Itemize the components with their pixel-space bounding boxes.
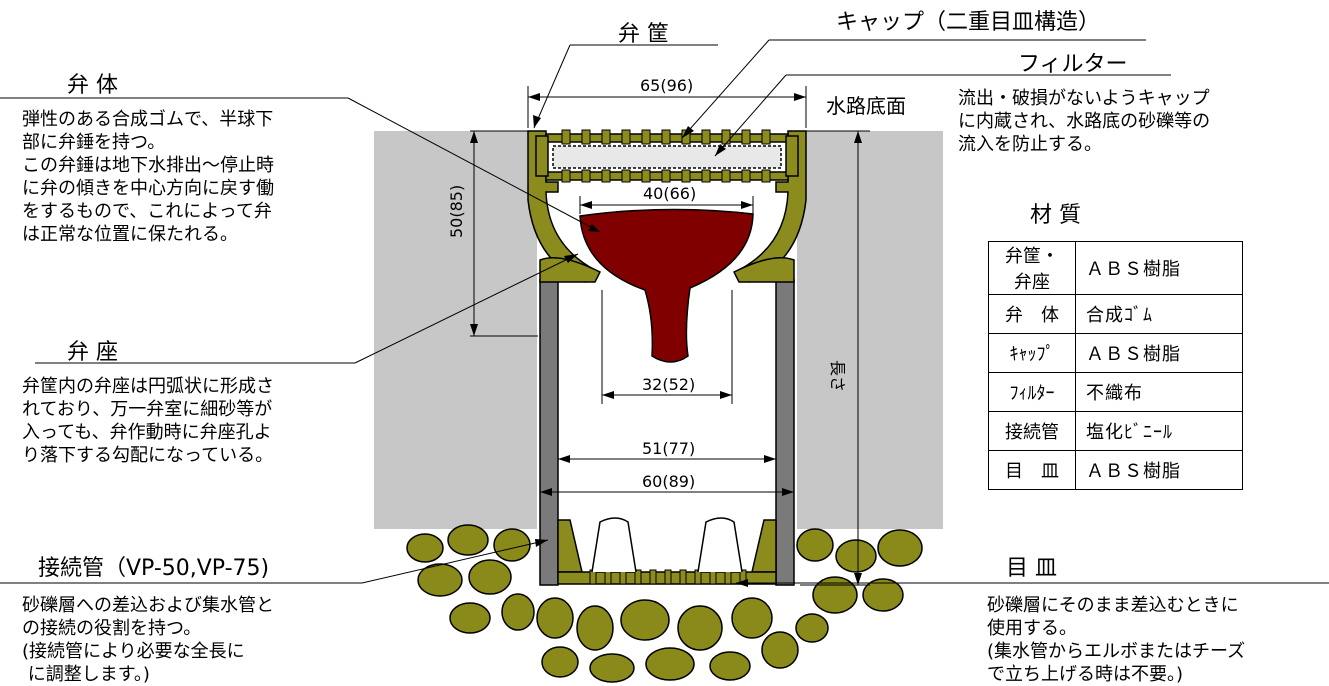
ground-left [374,131,537,529]
materials-title: 材 質 [1030,203,1081,228]
mezara-title: 目 皿 [1006,556,1057,581]
dim-length: 長さ [828,360,847,393]
strainer-rib-right [697,517,743,573]
leader-lines [0,39,1329,584]
material-part: 弁 体 [988,294,1076,334]
pipe-wall-right [775,279,795,586]
bentai-title: 弁 体 [67,73,118,98]
materials-row: 弁 体合成ｺﾞﾑ [988,294,1243,334]
dim-valve-width: 40(66) [643,184,697,203]
waterway-label: 水路底面 [826,94,906,118]
strainer-rib-left [591,517,637,573]
material-value: 塩化ﾋﾞﾆｰﾙ [1075,411,1243,451]
filter-description: 流出・破損がないようキャップ に内蔵され、水路底の砂礫等の 流入を防止する。 [958,88,1211,155]
material-value: ＡＢＳ樹脂 [1075,333,1243,373]
dim-top-width: 65(96) [640,76,694,95]
filter-layer [552,145,782,169]
bentai-description: 弾性のある合成ゴムで、半球下 部に弁錘を持つ。 この弁錘は地下水排出～停止時 に… [22,109,274,245]
material-part: 弁筐・弁座 [988,241,1076,295]
material-part: ﾌｨﾙﾀｰ [988,372,1076,412]
strainer-slats [589,569,747,585]
gravel-stones [406,524,923,683]
materials-row: 接続管塩化ﾋﾞﾆｰﾙ [988,411,1243,451]
material-part: 接続管 [988,411,1076,451]
benza-title: 弁 座 [67,340,118,365]
leader-arrows [533,115,748,587]
dim-height: 50(85) [447,184,466,238]
material-part: ｷｬｯﾌﾟ [988,333,1076,373]
material-value: ＡＢＳ樹脂 [1075,241,1243,295]
ground-right [797,131,943,529]
dim-outer-width: 60(89) [642,472,696,491]
benza-description: 弁筐内の弁座は円弧状に形成さ れており、万一弁室に細砂等が 入っても、弁作動時に… [22,376,274,466]
connector-description: 砂礫層への差込および集水管と の接続の役割を持つ。 (接続管により必要な全長に … [22,595,274,685]
dim-stem-width: 32(52) [642,375,696,394]
dimension-lines [470,86,870,586]
bentube-title: 弁 筐 [618,22,669,47]
materials-row: ﾌｨﾙﾀｰ不織布 [988,372,1243,412]
material-part: 目 皿 [988,450,1076,490]
pipe-wall-left [539,279,559,586]
material-value: ＡＢＳ樹脂 [1075,450,1243,490]
filter-title: フィルター [1018,52,1128,77]
material-value: 合成ｺﾞﾑ [1075,294,1243,334]
dimension-arrows [470,93,862,585]
dim-inner-width: 51(77) [642,439,696,458]
mezara-description: 砂礫層にそのまま差込むときに 使用する。 (集水管からエルボまたはチーズ で立ち… [987,595,1246,685]
cap-slats [561,129,771,183]
material-value: 不織布 [1075,372,1243,412]
valve-body [579,208,754,363]
cap-title: キャップ（二重目皿構造） [836,10,1101,35]
connector-title: 接続管（VP-50,VP-75) [38,556,270,581]
